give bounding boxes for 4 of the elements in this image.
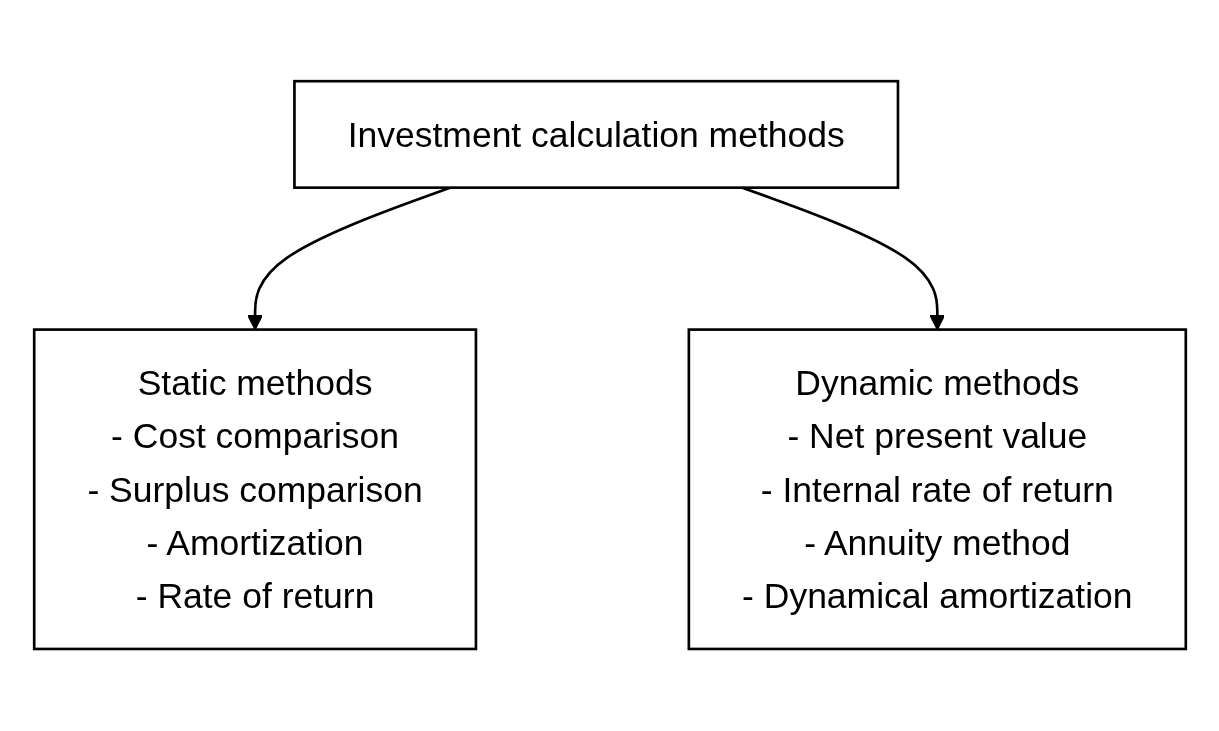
- node-box: [32, 328, 477, 651]
- flowchart: Investment calculation methods Static methods - Cost comparison - Surplus comparison - Amortization - Rate of return Dynamic methods - Net present value - Internal rate of return - Annuity method - Dynamical amortization: [19, 67, 1200, 664]
- node-box: [292, 80, 899, 190]
- node-box: [687, 328, 1187, 651]
